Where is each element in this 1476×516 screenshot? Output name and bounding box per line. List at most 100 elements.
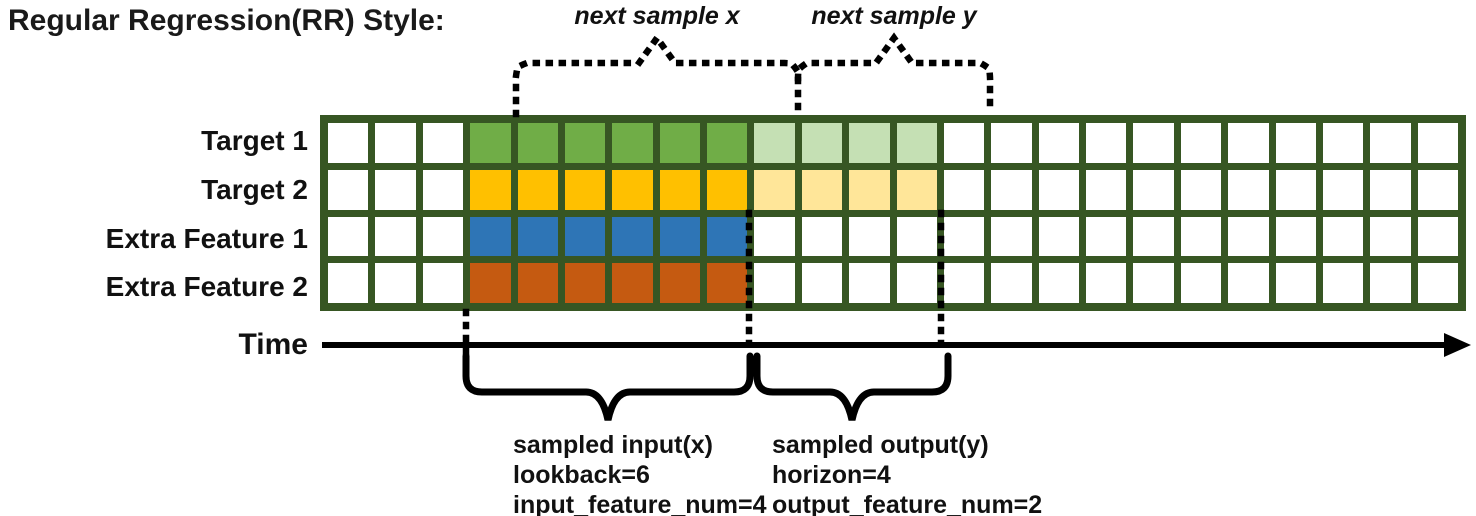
grid-cell	[328, 263, 369, 303]
row-label-target-2: Target 2	[201, 174, 308, 205]
grid-cell	[517, 169, 558, 210]
grid-cell	[1180, 263, 1222, 303]
grid-cell	[564, 263, 606, 303]
grid-cell	[470, 169, 511, 210]
grid-cell	[1417, 216, 1458, 257]
horizon-line: horizon=4	[772, 461, 891, 489]
grid-cell	[564, 169, 606, 210]
grid-cell	[517, 263, 558, 303]
grid-cell	[470, 216, 511, 257]
grid-cell	[991, 169, 1032, 210]
grid-cell	[801, 216, 843, 257]
grid-cell	[328, 169, 369, 210]
grid-cell	[754, 216, 795, 257]
grid-cell	[1228, 216, 1269, 257]
row-label-extra-feature-2: Extra Feature 2	[105, 271, 308, 302]
grid-cell	[375, 216, 416, 257]
grid-cell	[612, 123, 653, 163]
grid-cell	[1322, 263, 1364, 303]
grid-cell	[1275, 216, 1316, 257]
grid-cell	[564, 216, 606, 257]
grid-cell	[375, 123, 416, 163]
grid-cell	[707, 263, 748, 303]
next-sample-y-dotted-brace	[794, 32, 994, 118]
grid-cell	[1086, 169, 1127, 210]
grid-cell	[470, 123, 511, 163]
next-sample-x-label: next sample x	[574, 2, 740, 30]
grid-cell	[1322, 169, 1364, 210]
lookback-line: lookback=6	[513, 461, 650, 489]
time-axis-arrowhead-icon	[1444, 333, 1471, 357]
sampled-output-brace	[753, 352, 952, 421]
grid-cell	[1038, 216, 1079, 257]
grid-cell	[1133, 263, 1174, 303]
grid-cell	[1417, 123, 1458, 163]
grid-cell	[659, 123, 700, 163]
sampled-input-brace	[462, 352, 754, 421]
grid-cell	[422, 216, 464, 257]
grid-cell	[1038, 169, 1079, 210]
next-sample-y-label: next sample y	[811, 2, 977, 30]
sampled-output-line: sampled output(y)	[772, 431, 989, 459]
sampled-output-note: sampled output(y) horizon=4 output_featu…	[772, 430, 1042, 516]
grid-cell	[1417, 169, 1458, 210]
input-feature-num-line: input_feature_num=4	[513, 491, 767, 516]
grid-cell	[1370, 169, 1411, 210]
grid-cell	[896, 123, 937, 163]
next-sample-x-dotted-brace	[512, 32, 802, 118]
grid-cell	[612, 216, 653, 257]
row-label-target-1: Target 1	[201, 125, 308, 156]
grid-cell	[612, 263, 653, 303]
grid-cell	[1133, 123, 1174, 163]
grid-cell	[943, 169, 985, 210]
grid-cell	[1228, 169, 1269, 210]
diagram-title: Regular Regression(RR) Style:	[8, 4, 445, 37]
grid-cell	[849, 123, 890, 163]
sampled-input-line: sampled input(x)	[513, 431, 714, 459]
grid-cell	[1180, 216, 1222, 257]
grid-cell	[1417, 263, 1458, 303]
grid-cell	[328, 123, 369, 163]
grid-cell	[328, 216, 369, 257]
grid-cell	[707, 169, 748, 210]
grid-cell	[849, 263, 890, 303]
grid-cell	[896, 216, 937, 257]
grid-cell	[564, 123, 606, 163]
grid-cell	[659, 169, 700, 210]
grid-cell	[801, 169, 843, 210]
grid-cell	[801, 263, 843, 303]
grid-cell	[1275, 263, 1316, 303]
grid-cell	[707, 216, 748, 257]
grid-cell	[849, 169, 890, 210]
grid-cell	[1133, 216, 1174, 257]
grid-cell	[896, 169, 937, 210]
grid-cell	[1038, 123, 1079, 163]
time-axis-label: Time	[238, 328, 308, 361]
grid-cell	[991, 263, 1032, 303]
grid-cell	[659, 263, 700, 303]
row-label-extra-feature-1: Extra Feature 1	[105, 223, 308, 254]
grid-cell	[1180, 169, 1222, 210]
grid-cell	[1370, 123, 1411, 163]
grid-cell	[1275, 123, 1316, 163]
grid-cell	[801, 123, 843, 163]
grid-cell	[422, 263, 464, 303]
grid-cell	[943, 263, 985, 303]
grid-cell	[991, 123, 1032, 163]
grid-cell	[707, 123, 748, 163]
grid-cell	[943, 216, 985, 257]
grid-cell	[1086, 263, 1127, 303]
grid-cell	[1275, 169, 1316, 210]
grid-cell	[612, 169, 653, 210]
grid-cell	[1322, 123, 1364, 163]
grid-cell	[470, 263, 511, 303]
output-feature-num-line: output_feature_num=2	[772, 491, 1043, 516]
grid-cell	[1086, 216, 1127, 257]
grid-cell	[375, 263, 416, 303]
grid-cell	[1086, 123, 1127, 163]
grid-cell	[754, 169, 795, 210]
grid-cell	[1370, 263, 1411, 303]
timeseries-grid	[320, 115, 1466, 311]
grid-cell	[754, 263, 795, 303]
